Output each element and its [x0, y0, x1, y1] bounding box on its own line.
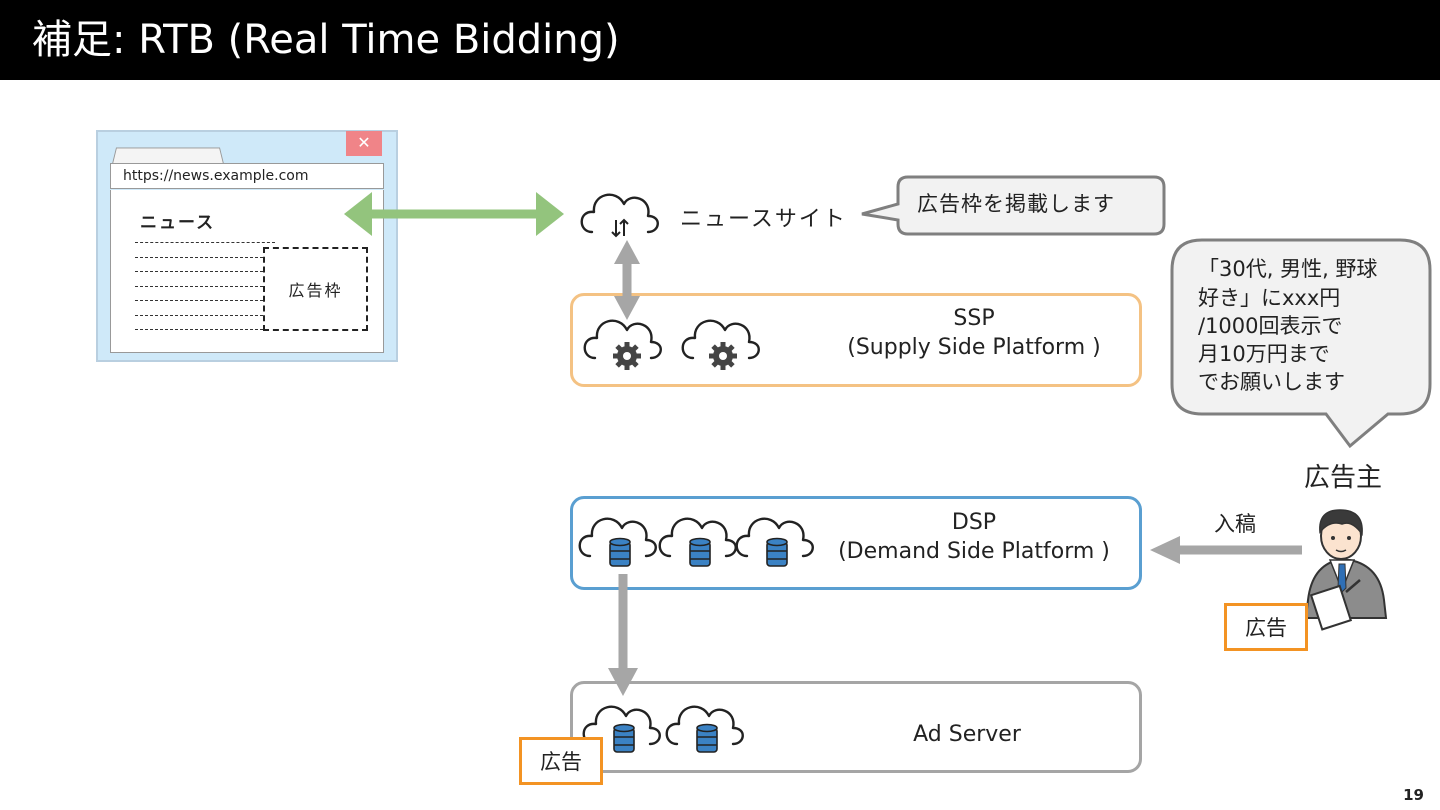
advertiser-request-line: でお願いします [1198, 370, 1345, 394]
text-placeholder-line [135, 315, 263, 316]
ad-server-label: Ad Server [913, 722, 1021, 747]
text-placeholder-line [135, 242, 275, 243]
close-icon: ✕ [346, 131, 382, 156]
news-heading: ニュース [140, 213, 216, 233]
green-double-arrow [344, 192, 564, 236]
advertiser-request-line: 「30代, 男性, 野球 [1198, 257, 1378, 281]
dsp-cloud-database-icon [658, 517, 737, 567]
ssp-cloud-gear-icon [681, 319, 760, 370]
ssp-box [570, 293, 1142, 387]
site-callout-bubble [861, 175, 1166, 236]
advertiser-request-line: 好き」にxxx円 [1198, 286, 1341, 310]
adserver-cloud-database-icon [665, 705, 744, 753]
dsp-cloud-database-icon [735, 517, 814, 567]
page-number: 19 [1403, 786, 1424, 804]
ad-slot: 広告枠 [263, 247, 368, 331]
title-bar [0, 0, 1440, 80]
url-bar: https://news.example.com [110, 163, 384, 189]
dsp-full-name: (Demand Side Platform ) [838, 539, 1110, 564]
advertiser-speech-bubble [1170, 238, 1432, 449]
slide-title: 補足: RTB (Real Time Bidding) [32, 17, 620, 63]
advertiser-ad-tag: 広告 [1224, 603, 1308, 651]
gray-arrow-advertiser-dsp [1150, 536, 1302, 564]
text-placeholder-line [135, 329, 263, 330]
gray-arrow-dsp-adserver [608, 574, 638, 696]
advertiser-request-line: /1000回表示で [1198, 314, 1343, 338]
ad-server-ad-tag: 広告 [519, 737, 603, 785]
text-placeholder-line [135, 257, 263, 258]
submit-label: 入稿 [1214, 512, 1256, 536]
gray-double-arrow-site-ssp [614, 240, 640, 320]
advertiser-request-line: 月10万円まで [1198, 342, 1330, 366]
text-placeholder-line [135, 286, 263, 287]
ssp-abbr: SSP [953, 306, 995, 331]
advertiser-label: 広告主 [1304, 463, 1383, 493]
dsp-abbr: DSP [951, 510, 997, 535]
news-site-cloud-icon [580, 193, 659, 238]
text-placeholder-line [135, 271, 263, 272]
ad-server-box [570, 681, 1142, 773]
text-placeholder-line [135, 300, 263, 301]
dsp-cloud-database-icon [578, 517, 657, 567]
site-callout-text: 広告枠を掲載します [917, 192, 1115, 216]
advertiser-person-icon [1304, 509, 1388, 631]
news-site-label: ニュースサイト [680, 207, 847, 232]
ssp-cloud-gear-icon [583, 319, 662, 370]
ssp-full-name: (Supply Side Platform ) [847, 335, 1101, 360]
